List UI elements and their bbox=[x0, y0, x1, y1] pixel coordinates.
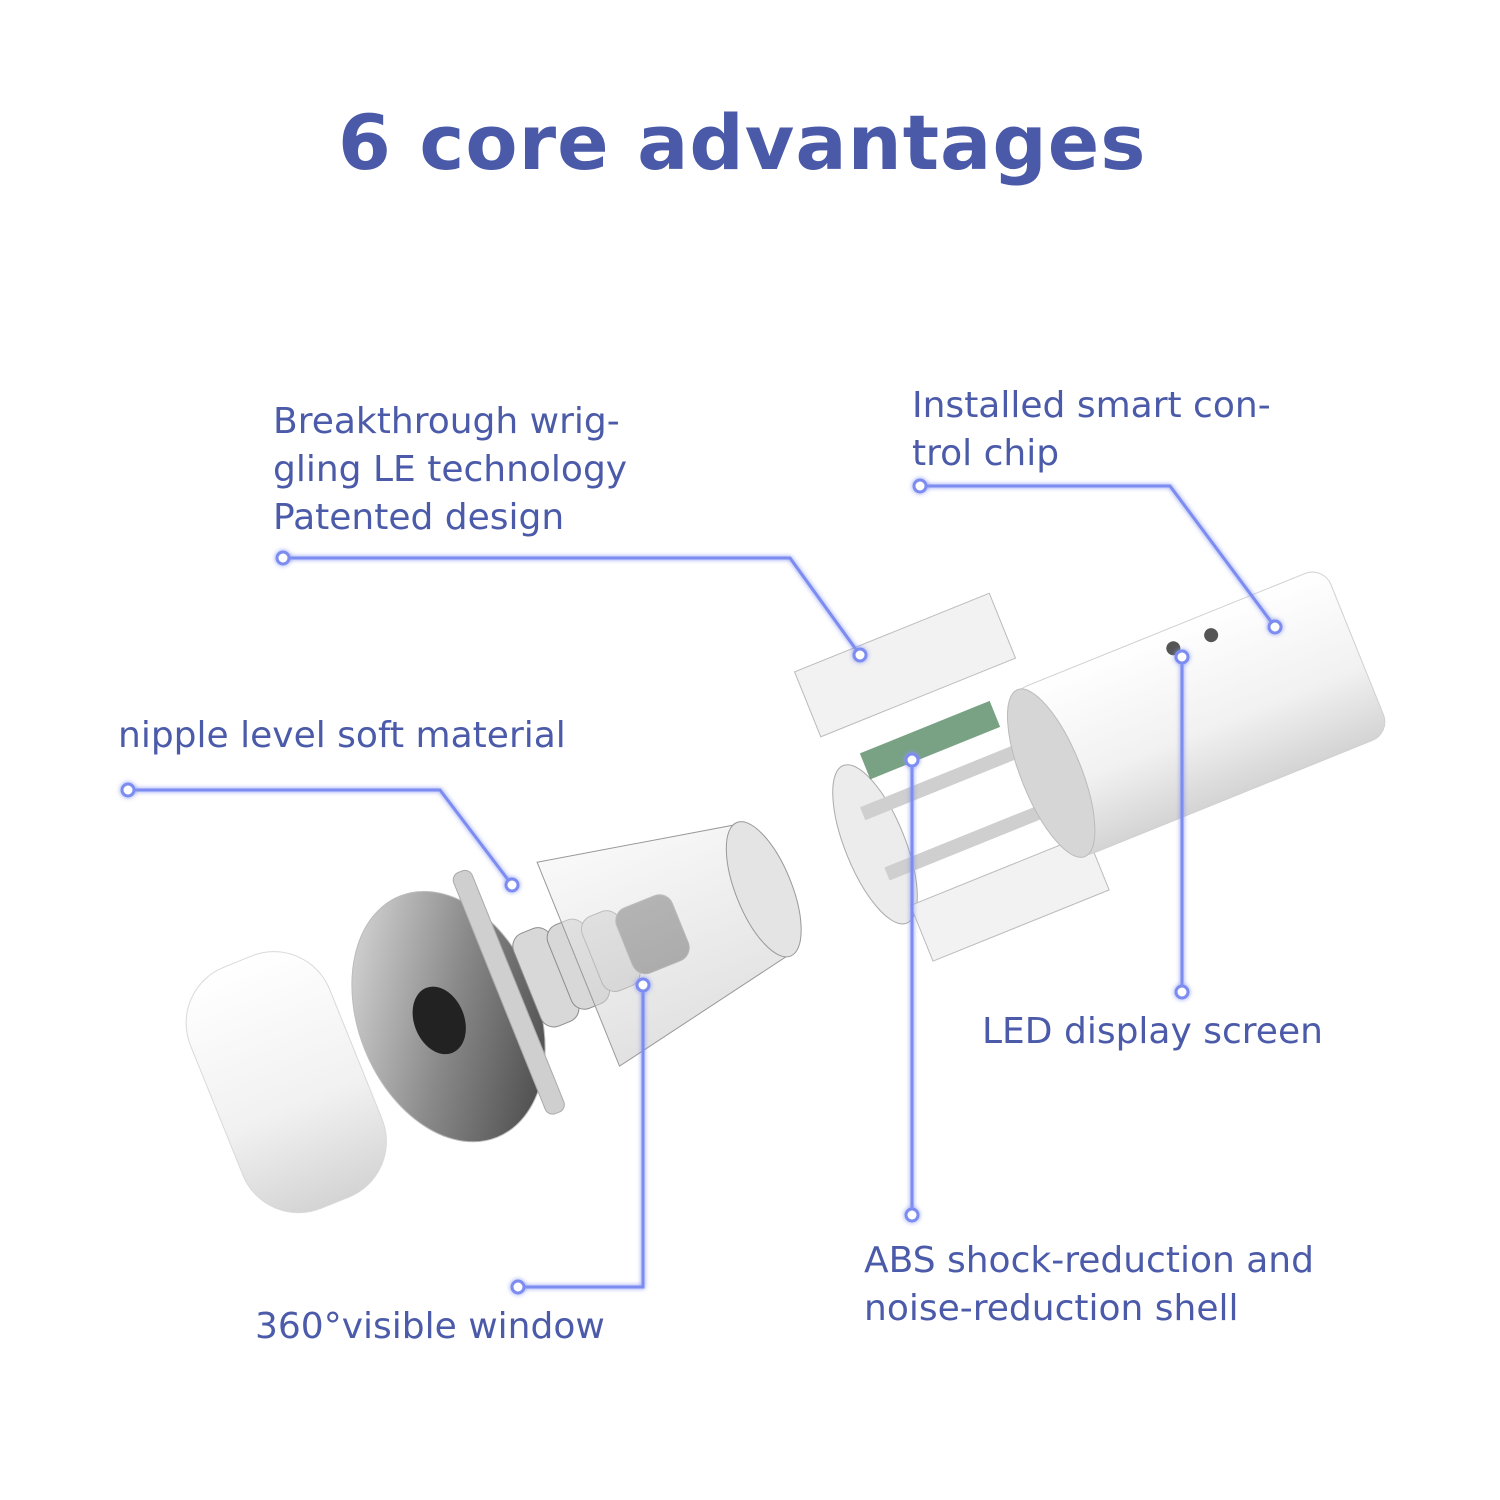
page-title: 6 core advantages bbox=[338, 98, 1147, 187]
leader-line-window bbox=[518, 985, 645, 1289]
leader-line-wriggling bbox=[283, 556, 862, 656]
callout-led: LED display screen bbox=[982, 1011, 1323, 1052]
callout-wriggling: Breakthrough wrig- gling LE technology P… bbox=[273, 401, 628, 538]
leader-lines bbox=[128, 484, 1277, 1289]
upper-housing bbox=[793, 592, 1017, 738]
callout-abs-shell: ABS shock-reduction and noise-reduction … bbox=[864, 1240, 1314, 1329]
leader-line-soft-material bbox=[128, 788, 514, 886]
motor-disc bbox=[832, 764, 918, 925]
leader-dots bbox=[120, 478, 1283, 1295]
leader-line-chip bbox=[920, 484, 1277, 628]
end-cap bbox=[185, 951, 387, 1214]
callout-soft-material: nipple level soft material bbox=[118, 715, 566, 756]
callout-chip: Installed smart con- trol chip bbox=[912, 385, 1271, 474]
lower-housing bbox=[909, 833, 1110, 962]
callout-window: 360°visible window bbox=[255, 1306, 605, 1347]
